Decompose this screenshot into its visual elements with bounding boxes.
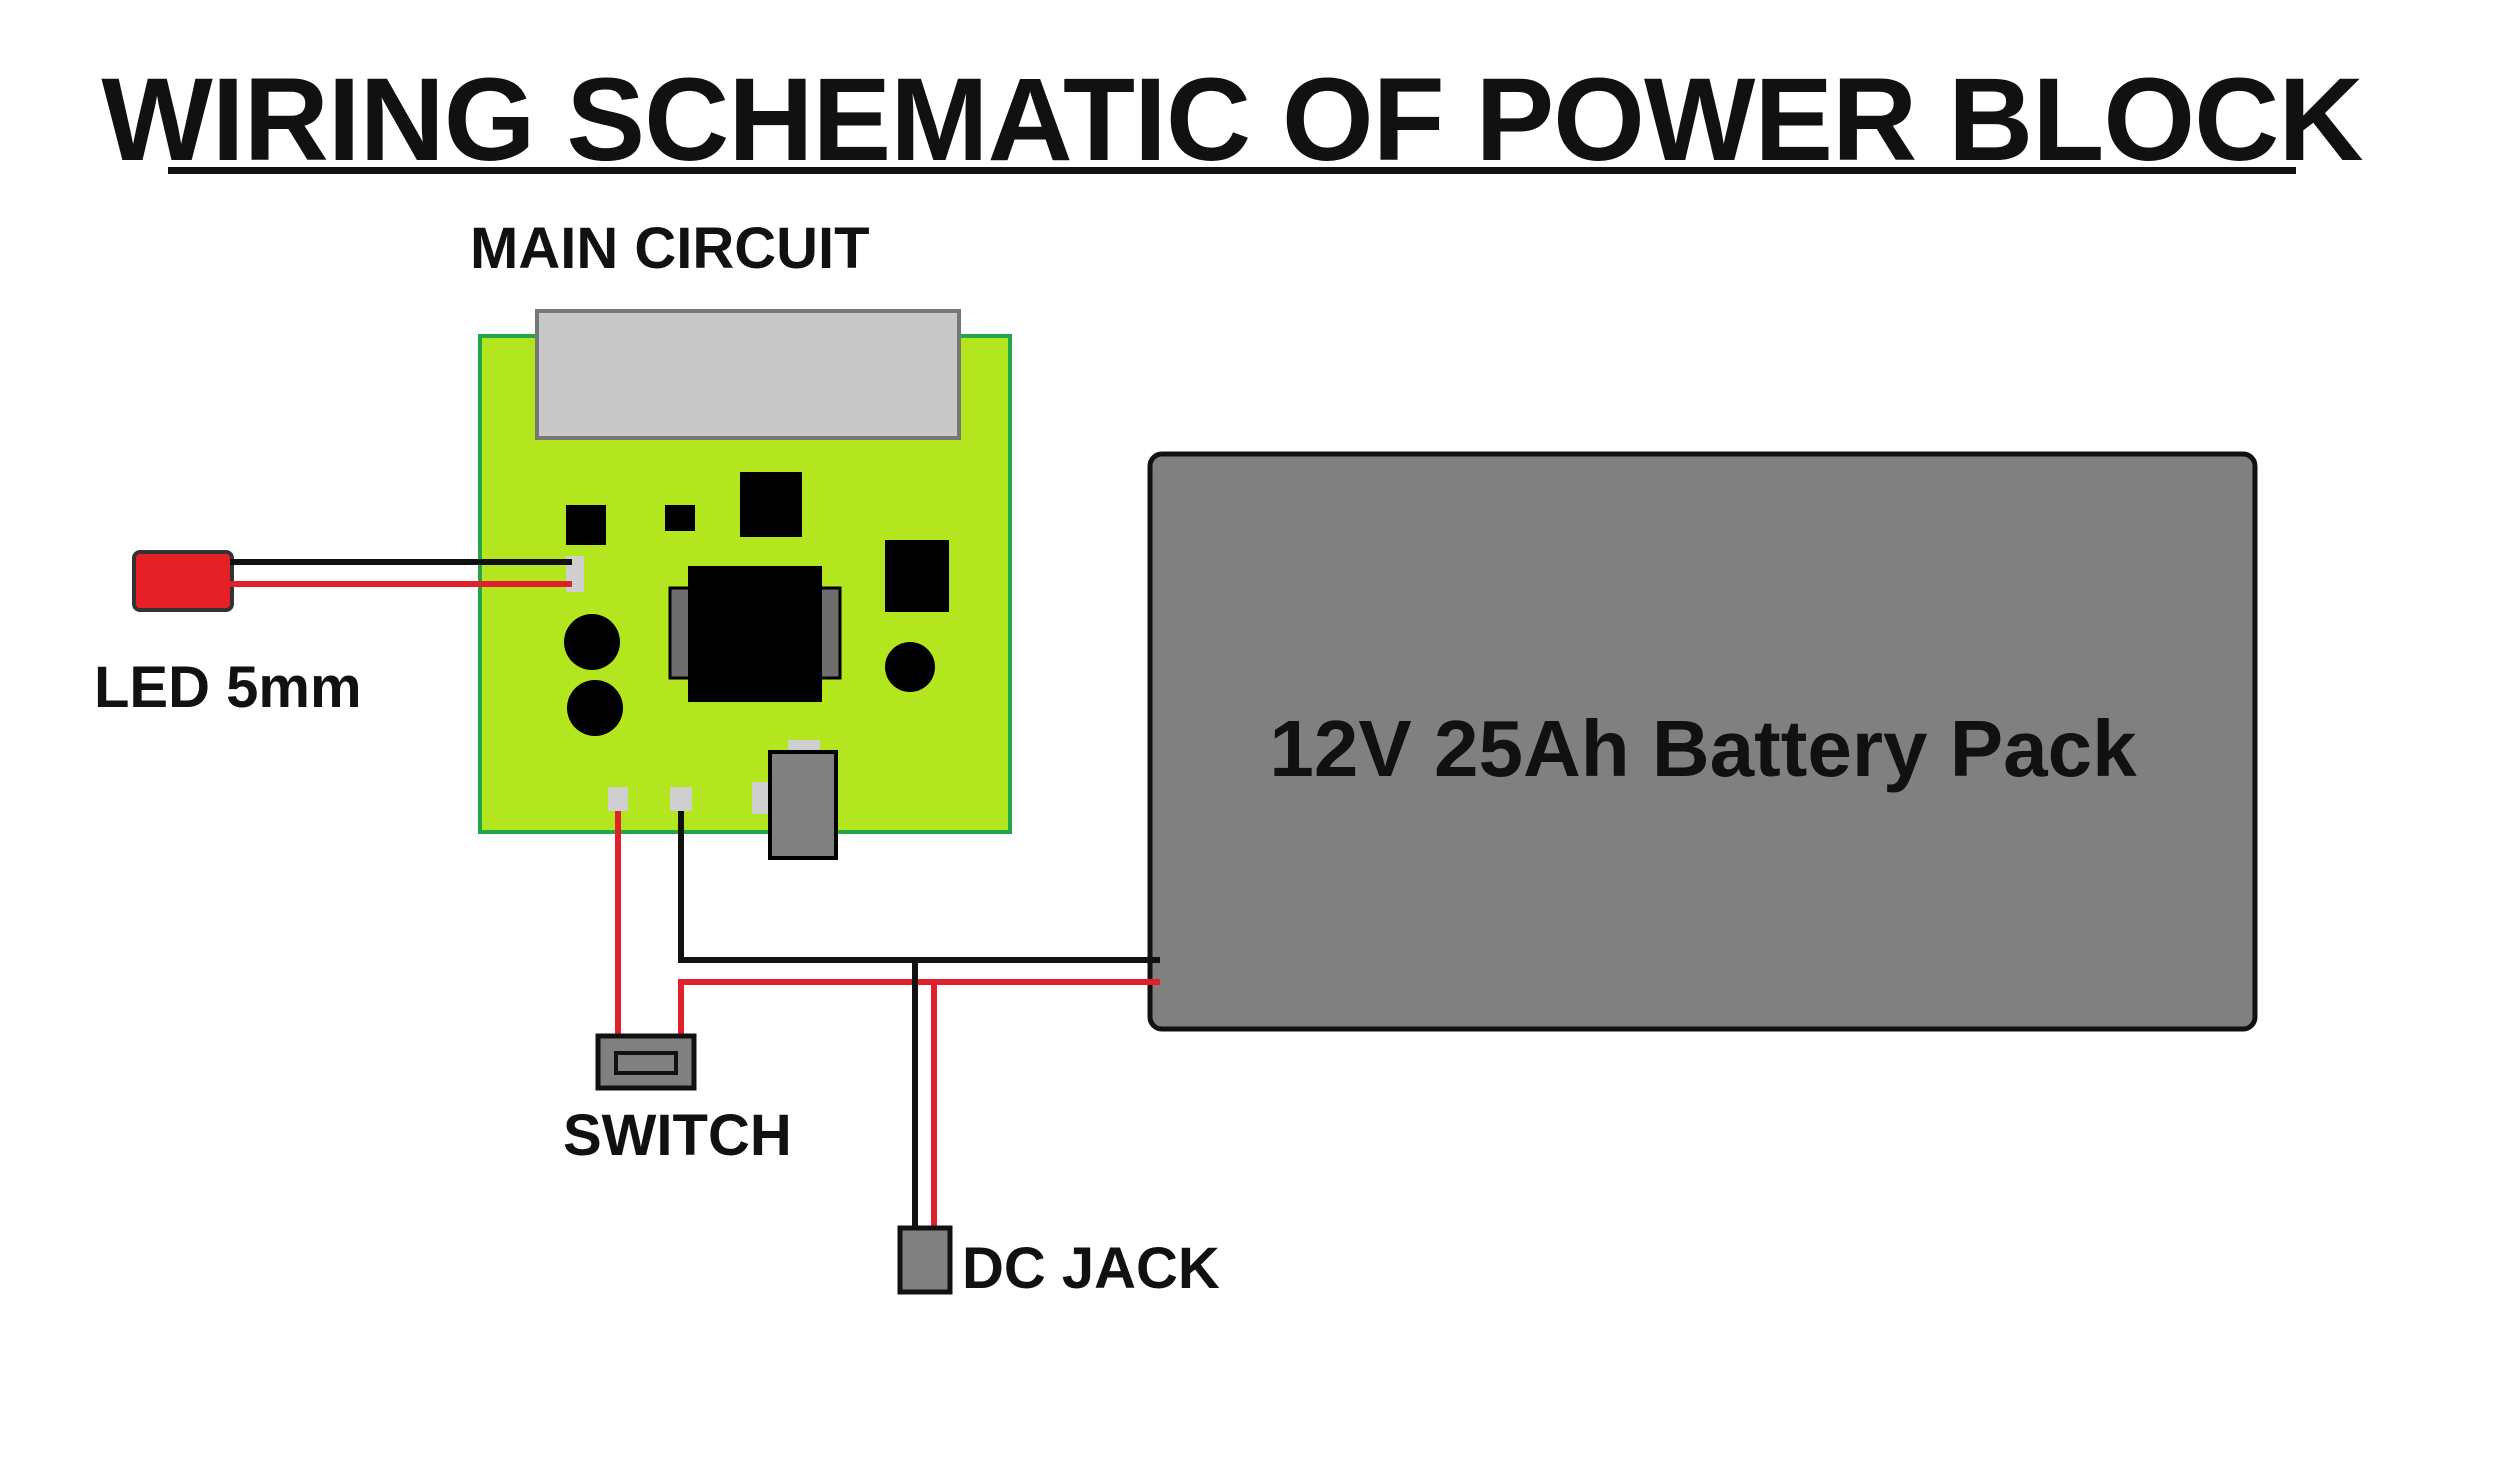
terminal-block [535,309,961,440]
title-underline [168,167,2296,174]
wire-black-board-to-battery [678,811,1160,963]
led-label: LED 5mm [94,655,362,720]
solder-pad-switch [608,787,628,811]
switch-component [595,1033,697,1091]
main-circuit-label: MAIN CIRCUIT [470,216,870,281]
battery-label: 12V 25Ah Battery Pack [1269,704,2137,793]
capacitor-2 [567,680,623,736]
usb-port [768,750,838,860]
wiring [615,811,1160,1232]
led-body [132,550,234,612]
dc-jack [897,1225,953,1295]
page-title: WIRING SCHEMATIC OF POWER BLOCK [101,54,2363,186]
smd-chip-small [566,505,606,545]
led-wire-red [230,581,572,587]
capacitor-1 [564,614,620,670]
usb-port-tab [788,740,820,752]
battery-pack [1147,451,2258,1032]
led-component [132,550,572,612]
capacitor-3 [885,642,935,692]
smd-diode [885,540,949,612]
dc-jack-label: DC JACK [962,1236,1220,1301]
led-wire-black [230,559,572,565]
main-circuit-board [478,309,1012,860]
solder-pad-battery [670,787,692,811]
wire-red-switch-to-battery [678,979,1160,1040]
inductor-core [688,566,822,702]
switch-toggle [614,1051,678,1075]
smd-chip-tiny [665,505,695,531]
switch-label: SWITCH [563,1103,792,1168]
smd-transistor [740,472,802,537]
